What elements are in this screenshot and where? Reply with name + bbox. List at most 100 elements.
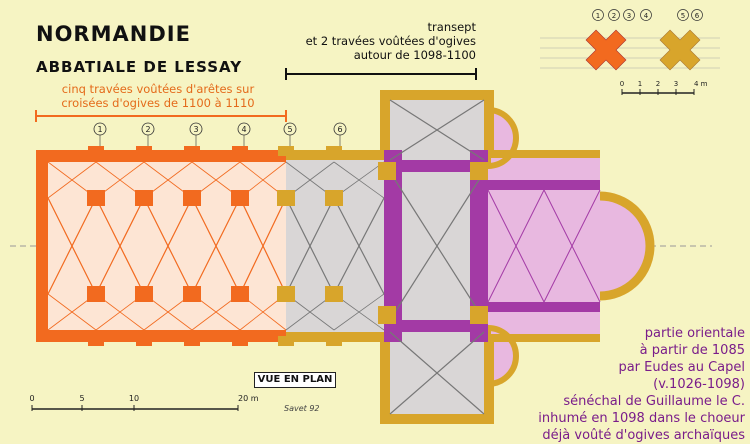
transept-south-wall [384,414,488,424]
wall-buttress-south [232,336,248,346]
inset-number-a: 2 [612,12,616,20]
transept-annotation: transept et 2 travées voûtées d'ogives a… [290,20,476,62]
bay-number-4: 4 [241,125,246,134]
pier-section-orange [585,29,627,71]
crossing-pier [470,162,488,180]
eastern-annotation-line-3: par Eudes au Capel [618,360,745,375]
arcade-pier-north [231,190,249,206]
bay-number-2: 2 [145,125,150,134]
choir-rib [543,189,601,303]
wall-buttress-north [278,146,294,156]
crossing-band-east [470,150,488,342]
nave-west-zone [36,150,286,342]
diagram-title: NORMANDIE [36,22,191,46]
transept-east-wall-n [484,90,494,150]
inset-number-circle [691,9,703,21]
arcade-pier-south [277,286,295,302]
small-scale-label: 2 [656,80,660,88]
orange-annotation-line-2: croisées d'ogives de 1100 à 1110 [61,96,255,110]
transept-west-wall-n [380,90,390,150]
inset-number-circle [608,9,620,21]
transept-rib [389,99,485,161]
diagram-subtitle: ABBATIALE DE LESSAY [36,58,243,76]
main-scale-label: 10 [129,394,139,403]
crossing-pier [378,306,396,324]
orange-annotation-line-1: cinq travées voûtées d'arêtes sur [61,82,255,96]
arcade-pier-north [277,190,295,206]
main-scale-label: 0 [29,394,34,403]
transept-annotation-line-2: et 2 travées voûtées d'ogives [305,34,476,48]
orange-annotation: cinq travées voûtées d'arêtes sur croisé… [36,82,280,110]
plan-view-stamp: VUE EN PLAN [254,372,336,388]
apse-zone [600,196,650,296]
apse-wall [599,191,655,301]
choir-north-wall [488,150,600,158]
eastern-annotation-line-7: déjà voûté d'ogives archaïques [542,428,745,443]
choir-band-south [488,302,600,312]
crossing-pier [378,162,396,180]
choir-zone [488,150,600,342]
wall-buttress-south [184,336,200,346]
author-signature: Savet 92 [284,404,320,413]
inset-number-circle [640,9,652,21]
wall-buttress-south [88,336,104,346]
inset-number-b: 6 [695,12,700,20]
aisle-rib [333,293,385,331]
main-scale-label: 20 m [238,394,259,403]
wall-buttress-south [136,336,152,346]
arcade-pier-south [325,286,343,302]
eastern-annotation-line-5: sénéchal de Guillaume le C. [563,394,745,409]
transept-rib [389,331,485,415]
vault-rib [191,197,241,295]
eastern-annotation-line-4: (v.1026-1098) [653,377,745,392]
bay-number-1: 1 [97,125,102,134]
vault-rib [333,197,385,295]
inset-number-a: 4 [644,12,649,20]
eastern-annotation-line-6: inhumé en 1098 dans le choeur [538,411,745,426]
vault-rib [143,197,193,295]
wall-buttress-north [232,146,248,156]
inset-number-circle [677,9,689,21]
choir-band-north [488,180,600,190]
bay-number-6: 6 [337,125,342,134]
small-scale-label: 1 [638,80,642,88]
vault-rib [285,197,335,295]
wall-buttress-south [326,336,342,346]
transept-annotation-line-3: autour de 1098-1100 [353,48,476,62]
wall-buttress-north [184,146,200,156]
small-scale-label: 0 [620,80,624,88]
wall-buttress-north [326,146,342,156]
inset-number-circle [623,9,635,21]
eastern-part-annotation: partie orientale à partir de 1085 par Eu… [480,325,745,444]
crossing-band-west [384,150,402,342]
arcade-pier-north [325,190,343,206]
eastern-annotation-line-1: partie orientale [644,326,745,341]
transept-band-north [384,160,488,172]
nave-north-wall [36,150,286,162]
arcade-pier-south [183,286,201,302]
vault-rib [239,197,287,295]
transept-band-south [384,320,488,332]
choir-south-wall [488,334,600,342]
nave-south-wall [36,330,286,342]
wall-buttress-south [278,336,294,346]
transept-east-wall-s [484,342,494,424]
west-wall [36,150,48,342]
eastern-annotation-line-2: à partir de 1085 [639,343,745,358]
wall-buttress-north [88,146,104,156]
nave-east-zone [286,150,384,342]
inset-number-circle [592,9,604,21]
arcade-pier-south [87,286,105,302]
arcade-pier-north [87,190,105,206]
aisle-rib [47,161,97,199]
small-scale-label: 3 [674,80,678,88]
bay-number-5: 5 [287,125,292,134]
transept-rib [389,171,485,321]
bay-number-3: 3 [193,125,198,134]
transept-annotation-line-1: transept [427,20,476,34]
wall-buttress-north [136,146,152,156]
arcade-pier-north [135,190,153,206]
pier-section-ochre [659,29,701,71]
